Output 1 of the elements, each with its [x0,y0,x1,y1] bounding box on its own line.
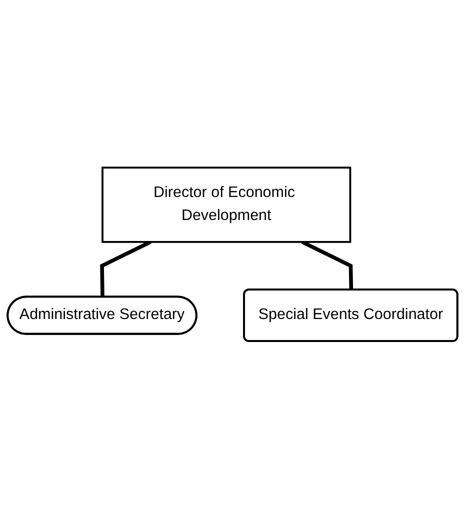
node-box: Director of Economic Development [102,166,352,243]
